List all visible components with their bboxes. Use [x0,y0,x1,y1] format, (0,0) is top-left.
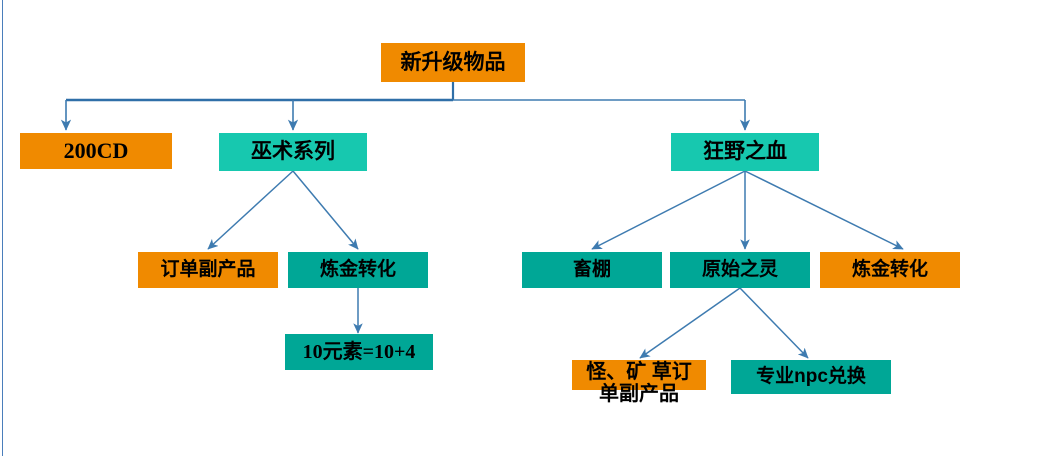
node-wildblood-label: 狂野之血 [703,140,787,164]
node-alchemy-1-label: 炼金转化 [319,259,396,281]
node-witchcraft[interactable]: 巫术系列 [219,133,367,171]
node-npc-exchange[interactable]: 专业npc兑换 [731,360,891,394]
node-alchemy-2-label: 炼金转化 [851,259,928,281]
node-elements-label: 10元素=10+4 [302,340,416,363]
node-wildblood[interactable]: 狂野之血 [671,133,819,171]
edge-primal-to-npcexchange [739,287,809,359]
node-alchemy-1[interactable]: 炼金转化 [288,252,428,288]
node-witchcraft-label: 巫术系列 [251,140,335,164]
edge-primal-to-mobore [639,287,741,359]
node-elements[interactable]: 10元素=10+4 [285,334,433,370]
node-primal[interactable]: 原始之灵 [670,252,810,288]
node-primal-label: 原始之灵 [701,259,778,281]
edge-wildblood-to-barn [591,170,746,250]
node-root[interactable]: 新升级物品 [381,43,525,82]
node-cd200-label: 200CD [63,137,129,163]
node-barn-label: 畜棚 [572,259,611,281]
edge-witchcraft-to-orderby [207,170,294,250]
node-alchemy-2[interactable]: 炼金转化 [820,252,960,288]
node-barn[interactable]: 畜棚 [522,252,662,288]
node-mobore[interactable]: 怪、矿 草订单副产品 [572,360,706,405]
node-npc-exchange-label: 专业npc兑换 [756,366,866,388]
edge-wildblood-to-alchemy2 [744,170,904,250]
node-cd200[interactable]: 200CD [20,133,172,169]
node-root-label: 新升级物品 [400,50,506,74]
node-orderby[interactable]: 订单副产品 [138,252,278,288]
edge-witchcraft-to-alchemy1 [292,170,359,250]
slide-left-border [2,0,3,456]
node-mobore-label: 怪、矿 草订单副产品 [586,361,692,406]
node-orderby-label: 订单副产品 [160,259,256,281]
